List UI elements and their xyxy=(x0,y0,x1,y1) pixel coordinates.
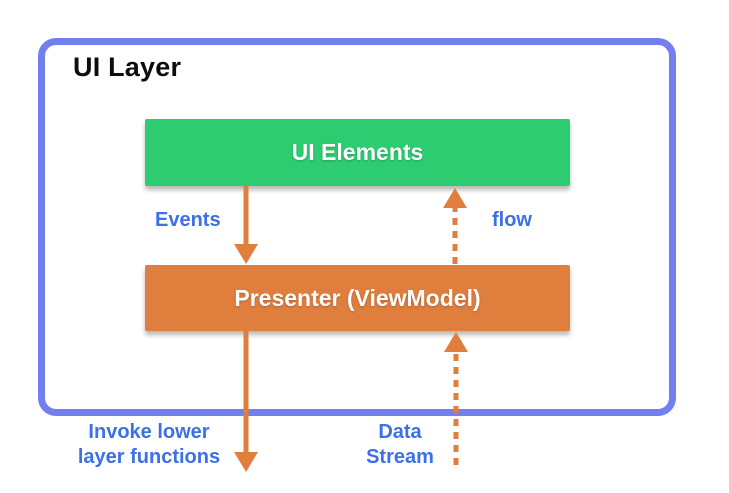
invoke-label-line2: layer functions xyxy=(77,446,221,468)
data-stream-label-line1: Data xyxy=(378,421,422,443)
ui-layer-title: UI Layer xyxy=(73,52,182,82)
presenter-label: Presenter (ViewModel) xyxy=(234,284,481,311)
events-label: Events xyxy=(155,209,221,231)
data-stream-label: Data Stream xyxy=(348,420,452,470)
data-stream-label-line2: Stream xyxy=(366,446,434,468)
ui-layer-container xyxy=(38,38,676,416)
invoke-lower-layer-label: Invoke lower layer functions xyxy=(53,420,245,470)
presenter-box: Presenter (ViewModel) xyxy=(145,265,570,331)
ui-elements-label: UI Elements xyxy=(291,139,424,165)
ui-elements-box: UI Elements xyxy=(145,119,570,186)
flow-label: flow xyxy=(492,209,532,231)
invoke-label-line1: Invoke lower xyxy=(88,421,210,443)
